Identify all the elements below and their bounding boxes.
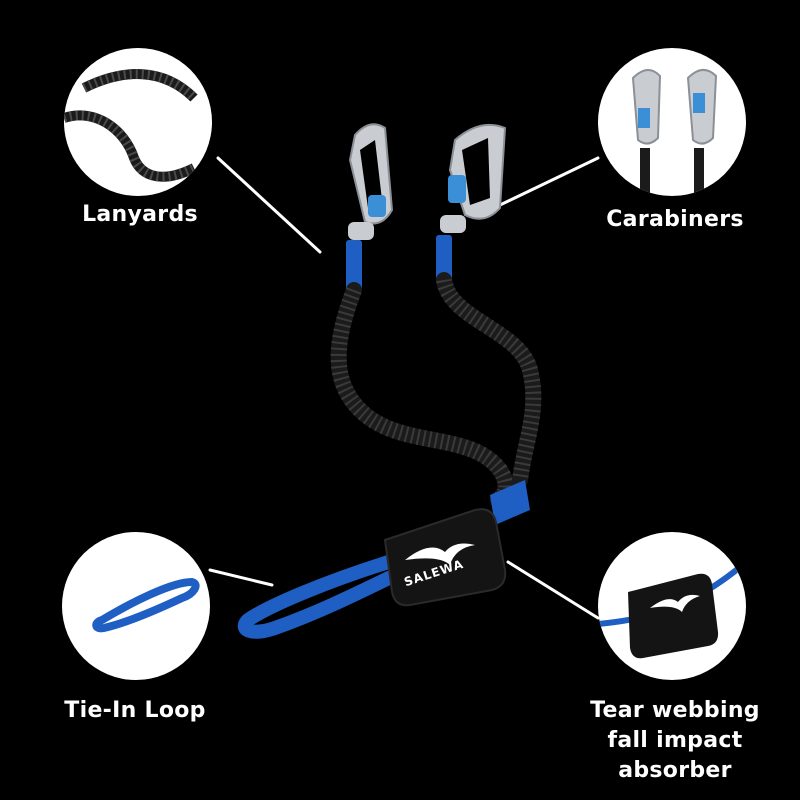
tear-webbing-label-line1: Tear webbing (590, 698, 760, 723)
tie-in-loop-detail-circle (62, 532, 210, 680)
absorber-pouch (383, 508, 507, 607)
lanyards-detail-image (64, 69, 198, 182)
callout-line-tiein (208, 568, 274, 587)
tie-in-loop-label: Tie-In Loop (64, 698, 206, 723)
callout-lines (208, 156, 600, 620)
right-carabiner (440, 124, 507, 233)
right-lanyard-tab (436, 235, 452, 280)
carabiners-label: Carabiners (606, 207, 744, 232)
tear-webbing-label-line2: fall impact (607, 728, 743, 753)
left-lanyard-tab (346, 240, 362, 290)
callout-line-carabiners (498, 156, 600, 207)
callout-line-tear (506, 560, 600, 620)
callout-line-lanyards (216, 156, 322, 254)
tear-webbing-detail-image (598, 559, 746, 659)
tie-in-loop-webbing (237, 553, 402, 639)
left-carabiner (348, 123, 394, 240)
tear-webbing-label: Tear webbing fall impact absorber (575, 696, 775, 786)
carabiners-detail-image (631, 69, 718, 196)
tear-webbing-detail-circle (598, 532, 746, 680)
tear-webbing-label-line3: absorber (618, 758, 732, 783)
tie-in-loop-detail-image (92, 578, 200, 633)
lanyards-label: Lanyards (82, 202, 198, 227)
lanyards-detail-circle (64, 48, 212, 196)
carabiners-detail-circle (598, 48, 746, 196)
